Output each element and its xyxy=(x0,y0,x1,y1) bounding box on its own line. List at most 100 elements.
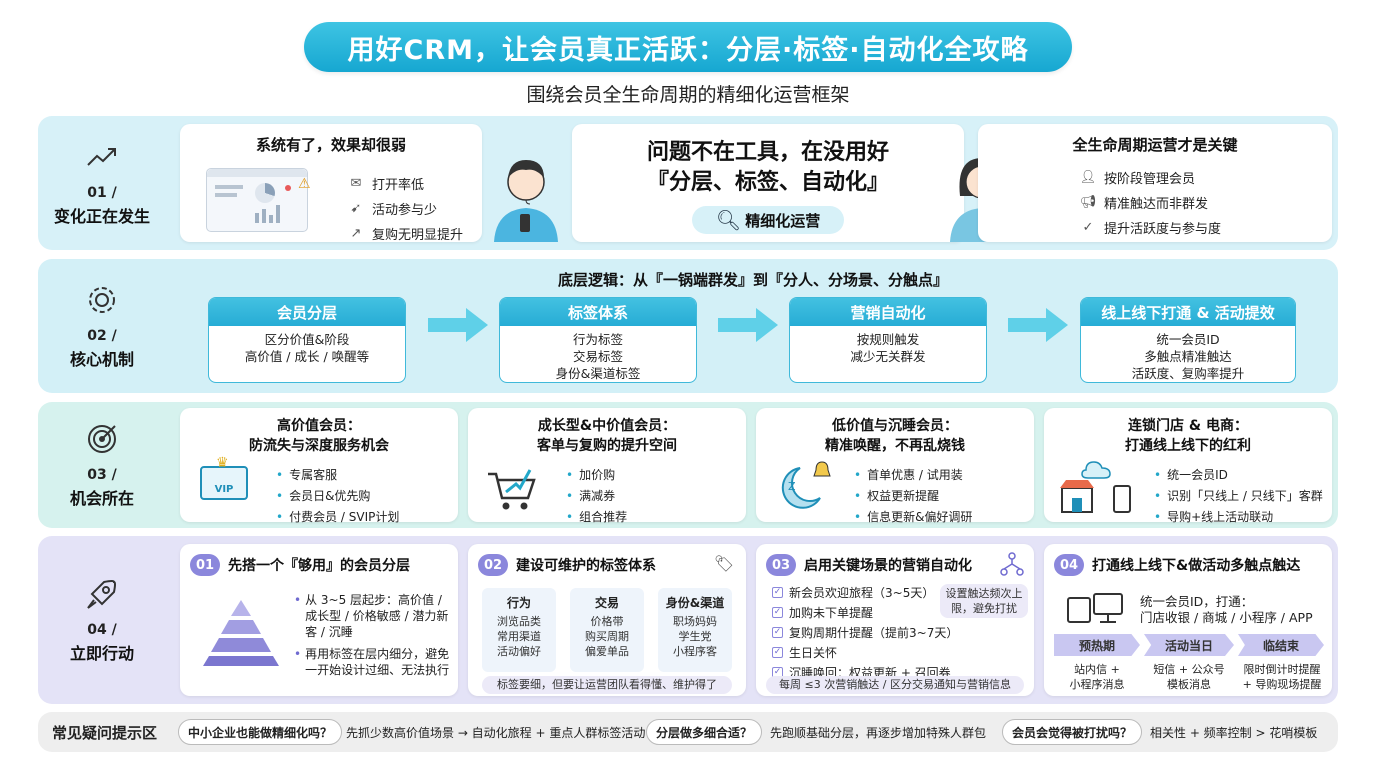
stage-desc-line: 短信 + 公众号 xyxy=(1153,663,1225,676)
box-line: 交易标签 xyxy=(572,349,623,364)
bullet-text: 从 3~5 层起步：高价值 / 成长型 / 价格敏感 / 潜力新客 / 沉睡 xyxy=(305,593,449,639)
svg-text:Z: Z xyxy=(788,480,796,493)
card-title-2: 防流失与深度服务机会 xyxy=(249,438,389,454)
bullet-text: 再用标签在层内细分，避免一开始设计过细、无法执行 xyxy=(305,647,450,677)
opportunity-card-growth: 成长型&中价值会员： 客单与复购的提升空间 加价购 满减券 组合推荐 xyxy=(468,408,746,524)
devices-icon xyxy=(1066,592,1126,632)
tags-note: 标签要细，但要让运营团队看得懂、维护得了 xyxy=(482,676,732,694)
action-number: 04 xyxy=(1054,554,1084,576)
action-number: 03 xyxy=(766,554,796,576)
box-line: 统一会员ID xyxy=(1156,332,1220,347)
row-label: 04 / 立即行动 xyxy=(38,536,166,704)
list-item: 识别「只线上 / 只线下」客群 xyxy=(1154,487,1323,504)
mechanism-box-tags: 标签体系 行为标签交易标签身份&渠道标签 xyxy=(499,297,697,383)
card-title-2: 精准唤醒，不再乱烧钱 xyxy=(825,438,965,454)
row-number: 04 / xyxy=(87,622,117,638)
card-title-1: 连锁门店 & 电商： xyxy=(1128,418,1248,434)
frequency-bubble: 设置触达频次上限，避免打扰 xyxy=(940,584,1028,618)
card-title: 全生命周期运营才是关键 xyxy=(1072,136,1238,154)
card-title-1: 低价值与沉睡会员： xyxy=(832,418,958,434)
megaphone-icon: 📢︎ xyxy=(1079,195,1097,210)
tag-item: 常用渠道 xyxy=(497,630,541,643)
action-number: 02 xyxy=(478,554,508,576)
gear-icon xyxy=(84,282,120,322)
stage-desc-line: 限时倒计时提醒 xyxy=(1243,663,1321,676)
target-icon xyxy=(84,421,120,461)
box-line: 行为标签 xyxy=(572,332,623,347)
tag-item: 学生党 xyxy=(678,630,712,643)
box-title: 线上线下打通 & 活动提效 xyxy=(1081,298,1295,326)
checklist-item: ✓生日关怀 xyxy=(772,644,958,661)
checklist-text: 复购周期什提醒（提前3~7天） xyxy=(789,626,959,640)
tag-column-title: 身份&渠道 xyxy=(665,596,725,610)
stage-event-day: 活动当日 xyxy=(1144,634,1234,656)
list-item: 统一会员ID xyxy=(1154,466,1323,483)
trend-up-icon xyxy=(84,139,120,179)
card-title-1: 高价值会员： xyxy=(277,418,361,434)
list-item: 导购+线上活动联动 xyxy=(1154,508,1323,525)
list-item: 权益更新提醒 xyxy=(854,487,972,504)
row-number: 01 / xyxy=(87,185,117,201)
opportunity-list: 专属客服 会员日&优先购 付费会员 / SVIP计划 xyxy=(276,466,399,529)
flow-icon xyxy=(1000,552,1024,580)
list-item: 付费会员 / SVIP计划 xyxy=(276,508,399,525)
faq-question[interactable]: 分层做多细合适？ xyxy=(646,719,763,745)
tag-column-identity: 身份&渠道 职场妈妈学生党小程序客 xyxy=(658,588,732,672)
row-title: 变化正在发生 xyxy=(53,207,150,226)
automation-note: 每周 ≤3 次营销触达 / 区分交易通知与营销信息 xyxy=(766,676,1024,694)
box-line: 高价值 / 成长 / 唤醒等 xyxy=(244,349,370,364)
list-item: ✉打开率低 xyxy=(346,174,463,193)
checklist-text: 生日关怀 xyxy=(789,646,838,660)
action-body-1: •从 3~5 层起步：高价值 / 成长型 / 价格敏感 / 潜力新客 / 沉睡 … xyxy=(294,592,454,678)
row-label: 01 / 变化正在发生 xyxy=(38,116,166,250)
unify-line-1: 统一会员ID，打通： xyxy=(1140,594,1254,609)
tag-column-title: 行为 xyxy=(506,596,531,610)
section-core-mechanism: 02 / 核心机制 底层逻辑：从『一锅端群发』到『分人、分场景、分触点』 会员分… xyxy=(38,259,1338,393)
box-line: 减少无关群发 xyxy=(850,349,926,364)
checklist-text: 加购未下单提醒 xyxy=(789,606,874,620)
list-item: ↗复购无明显提升 xyxy=(346,224,463,243)
card-title-1: 成长型&中价值会员： xyxy=(537,418,677,434)
tag-item: 活动偏好 xyxy=(497,645,541,658)
stage-desc-line: + 导购现场提醒 xyxy=(1242,678,1322,691)
box-title: 标签体系 xyxy=(500,298,696,326)
list-item: 首单优惠 / 试用装 xyxy=(854,466,972,483)
card-lifecycle-key: 全生命周期运营才是关键 👤︎按阶段管理会员 📢︎精准触达而非群发 ✓提升活跃度与… xyxy=(978,124,1332,242)
stage-desc: 短信 + 公众号模板消息 xyxy=(1144,662,1234,692)
tag-item: 购买周期 xyxy=(585,630,629,643)
action-title: 先搭一个『够用』的会员分层 xyxy=(228,558,410,574)
vip-crown-icon: VIP♛ xyxy=(200,456,248,500)
faq-question[interactable]: 会员会觉得被打扰吗？ xyxy=(1002,719,1143,745)
mechanism-box-tiering: 会员分层 区分价值&阶段高价值 / 成长 / 唤醒等 xyxy=(208,297,406,383)
card-core-problem: 问题不在工具，在没用好 『分层、标签、自动化』 🔍︎ 精细化运营 xyxy=(572,124,964,242)
action-card-automation: 03 启用关键场景的营销自动化 ✓新会员欢迎旅程（3~5天） ✓ 加购未下单提醒 ✓… xyxy=(756,544,1034,696)
opportunity-card-omnichannel: 连锁门店 & 电商： 打通线上线下的红利 统一会员ID 识别「只线上 / 只线下… xyxy=(1044,408,1332,525)
faq-answer: 先跑顺基础分层，再逐步增加特殊人群包 xyxy=(770,725,987,740)
search-icon: 🔍︎ xyxy=(715,208,742,232)
tag-label: 精细化运营 xyxy=(745,211,821,230)
box-line: 身份&渠道标签 xyxy=(555,366,641,381)
checkbox-icon: ✓ xyxy=(772,627,783,638)
section-faq: 常见疑问提示区 中小企业也能做精细化吗？ 先抓少数高价值场景 → 自动化旅程 +… xyxy=(38,712,1338,752)
problem-line-2: 『分层、标签、自动化』 xyxy=(646,170,889,195)
stage-desc-line: 站内信 + xyxy=(1074,663,1120,676)
list-item: 会员日&优先购 xyxy=(276,487,399,504)
list-item: ➹活动参与少 xyxy=(346,199,463,218)
list-item-text: 按阶段管理会员 xyxy=(1104,172,1196,187)
stage-desc-line: 模板消息 xyxy=(1167,678,1211,691)
tag-item: 价格带 xyxy=(590,615,624,628)
tag-icon: 🏷︎ xyxy=(713,554,734,573)
action-title: 启用关键场景的营销自动化 xyxy=(804,558,972,574)
faq-question[interactable]: 中小企业也能做精细化吗？ xyxy=(178,719,343,745)
checklist-item: ✓新会员欢迎旅程（3~5天） xyxy=(772,584,958,601)
list-item: 👤︎按阶段管理会员 xyxy=(1078,168,1221,187)
tag-column-transaction: 交易 价格带购买周期偏爱单品 xyxy=(570,588,644,672)
checkbox-icon: ✓ xyxy=(772,607,783,618)
box-line: 区分价值&阶段 xyxy=(264,332,350,347)
unify-text: 统一会员ID，打通： 门店收银 / 商城 / 小程序 / APP xyxy=(1140,594,1313,626)
card-title: 系统有了，效果却很弱 xyxy=(255,136,406,154)
